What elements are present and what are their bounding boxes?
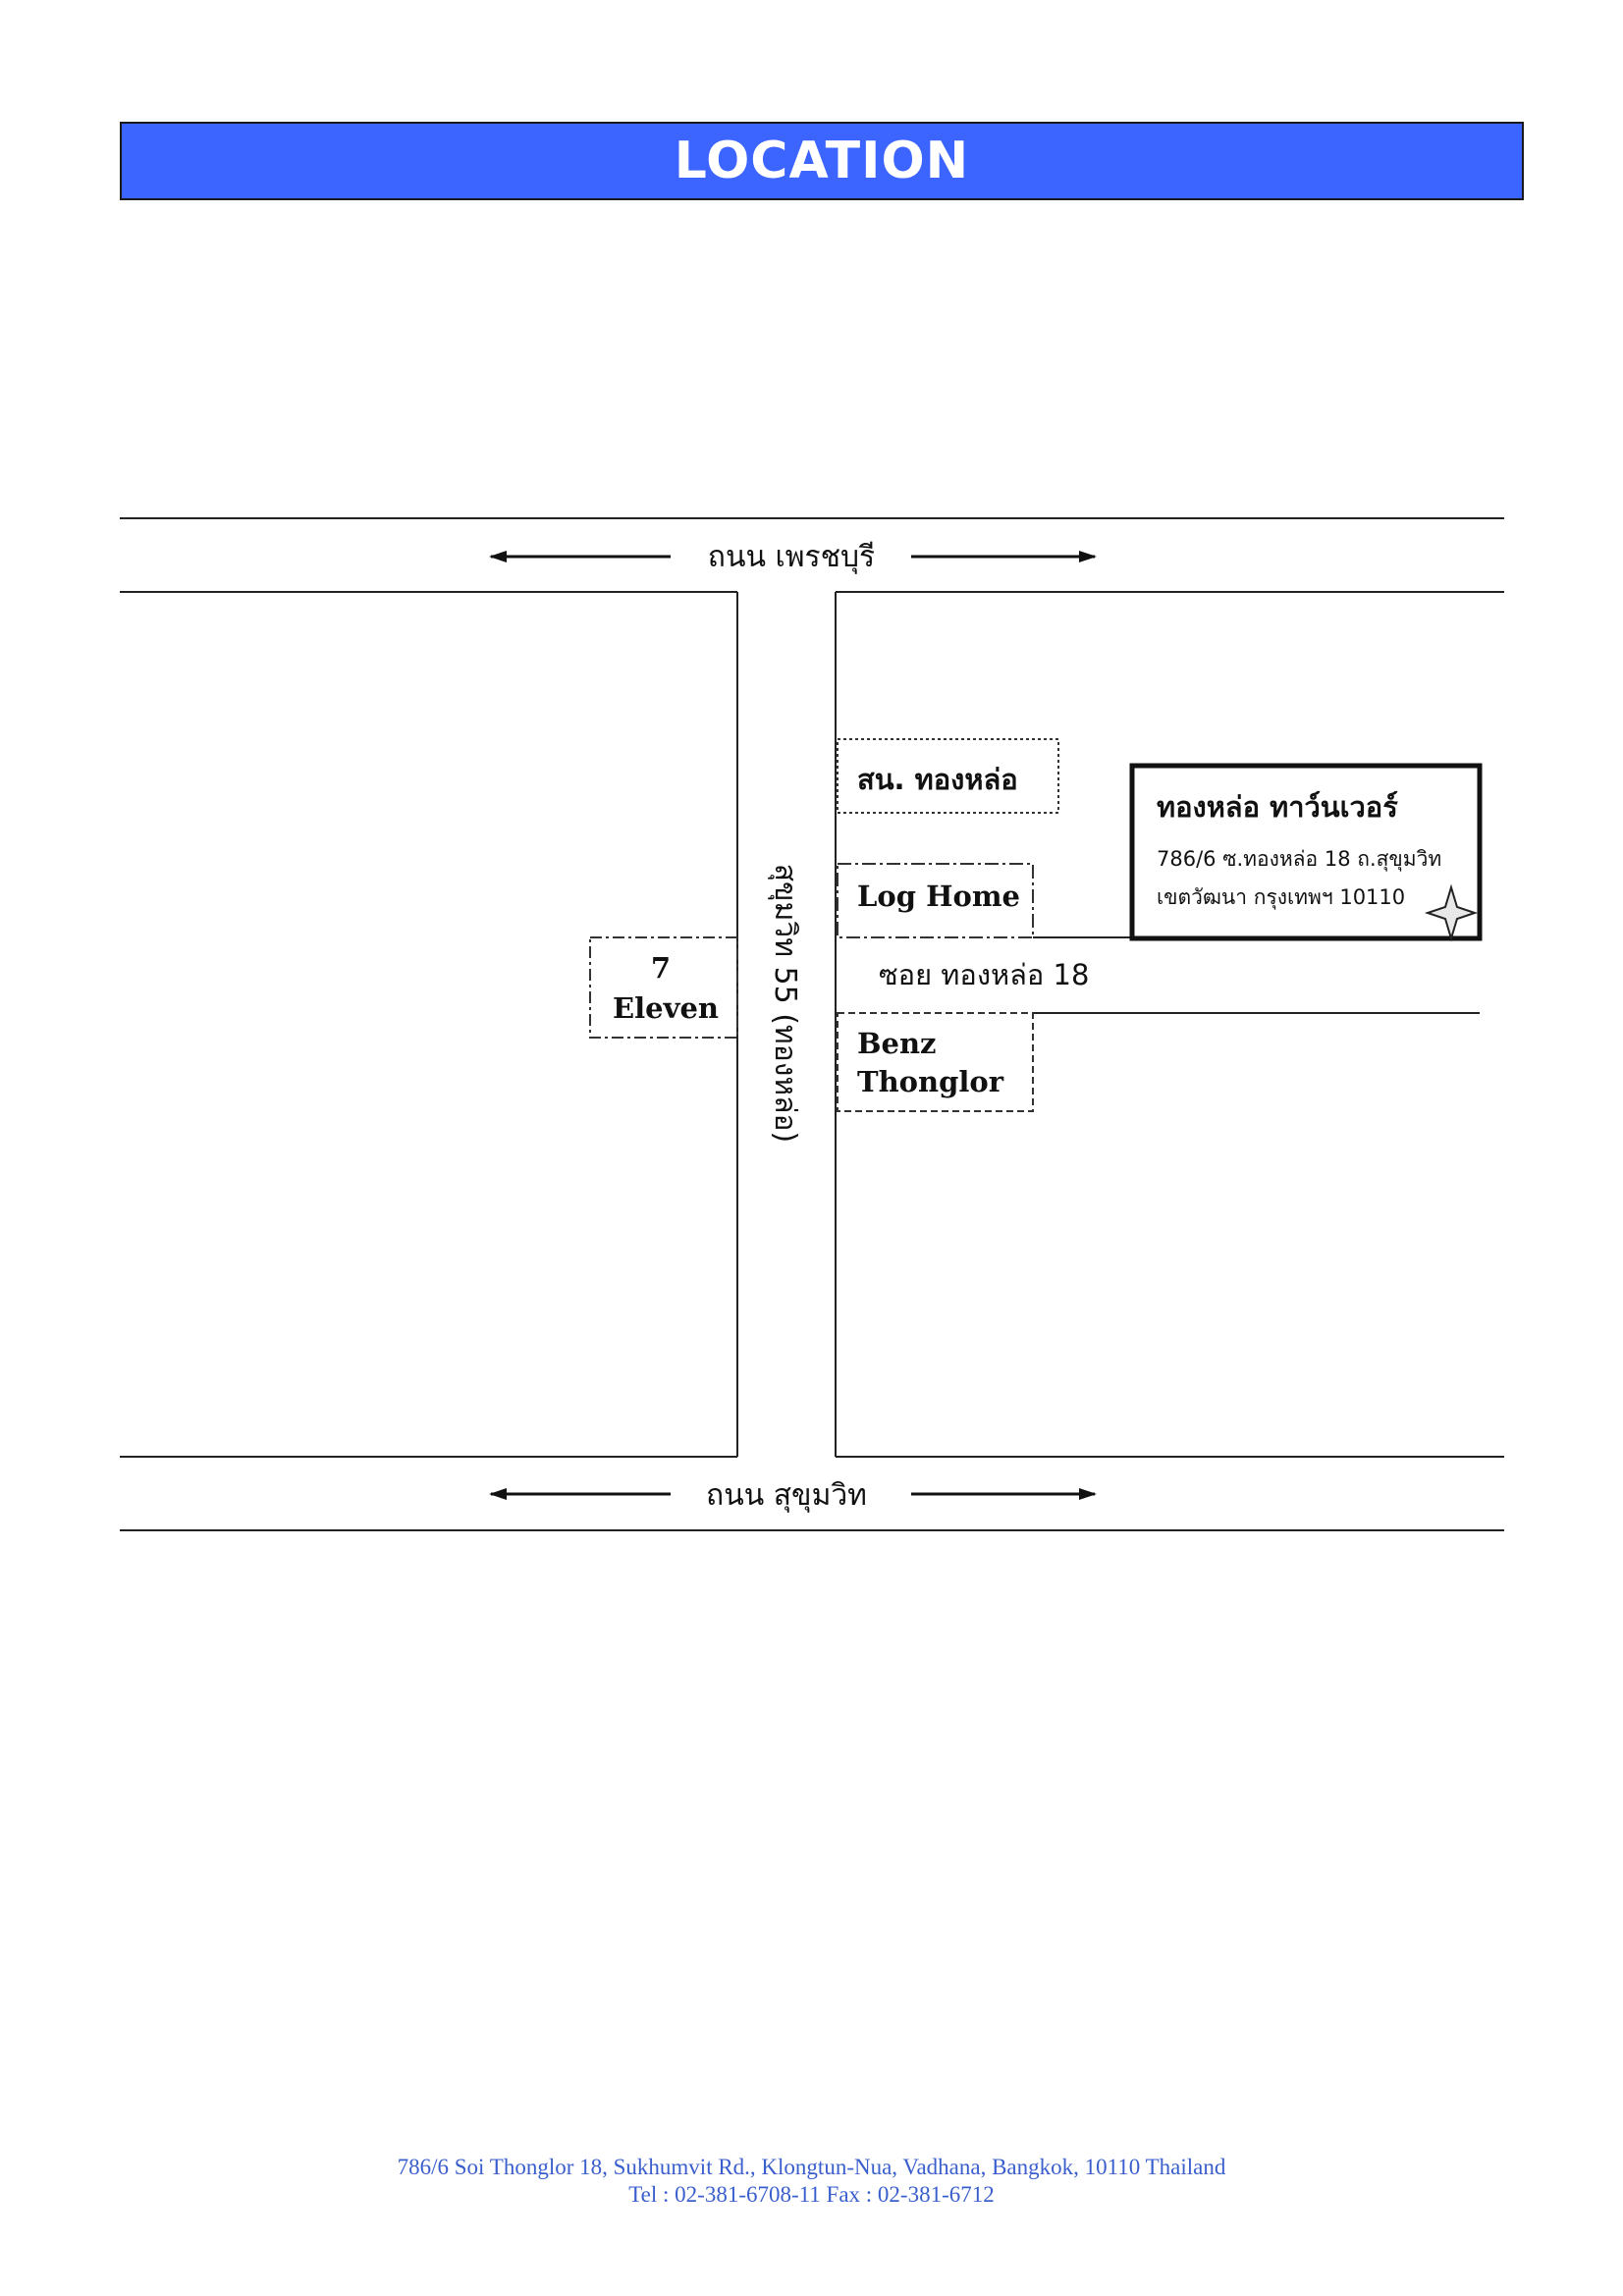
landmark-seven-eleven: 7 Eleven — [589, 936, 738, 1039]
road-soi-18 — [1033, 936, 1480, 1014]
benz-label-1: Benz — [857, 1027, 937, 1060]
star-icon — [1424, 883, 1479, 942]
footer-address: 786/6 Soi Thonglor 18, Sukhumvit Rd., Kl… — [397, 2155, 1226, 2179]
landmark-benz-thonglor: Benz Thonglor — [837, 1012, 1034, 1112]
seven-eleven-label-1: 7 — [651, 951, 671, 985]
destination-building: ทองหล่อ ทาว์นเวอร์ 786/6 ซ.ทองหล่อ 18 ถ.… — [1129, 763, 1483, 942]
page-title: LOCATION — [120, 122, 1524, 200]
footer-contact: Tel : 02-381-6708-11 Fax : 02-381-6712 — [628, 2182, 995, 2207]
seven-eleven-label-2: Eleven — [613, 991, 719, 1025]
benz-label-2: Thonglor — [857, 1065, 1004, 1098]
road-label-vertical: สุขุมวิท 55 (ทองหล่อ) — [767, 864, 802, 1144]
road-petchaburi — [120, 517, 1504, 593]
road-sukhumvit — [120, 1456, 1504, 1531]
landmark-police-station: สน. ทองหล่อ — [837, 738, 1059, 814]
building-name: ทองหล่อ ทาว์นเวอร์ — [1157, 790, 1398, 824]
log-home-label: Log Home — [857, 880, 1020, 913]
road-label-bottom: ถนน สุขุมวิท — [706, 1478, 867, 1514]
police-station-label: สน. ทองหล่อ — [857, 763, 1018, 796]
soi-label: ซอย ทองหล่อ 18 — [879, 958, 1089, 991]
building-address-line2: เขตวัฒนา กรุงเทพฯ 10110 — [1157, 885, 1405, 910]
landmark-log-home: Log Home — [837, 863, 1034, 938]
building-address-line1: 786/6 ซ.ทองหล่อ 18 ถ.สุขุมวิท — [1157, 847, 1441, 872]
road-label-top: ถนน เพรชบุรี — [708, 540, 875, 575]
